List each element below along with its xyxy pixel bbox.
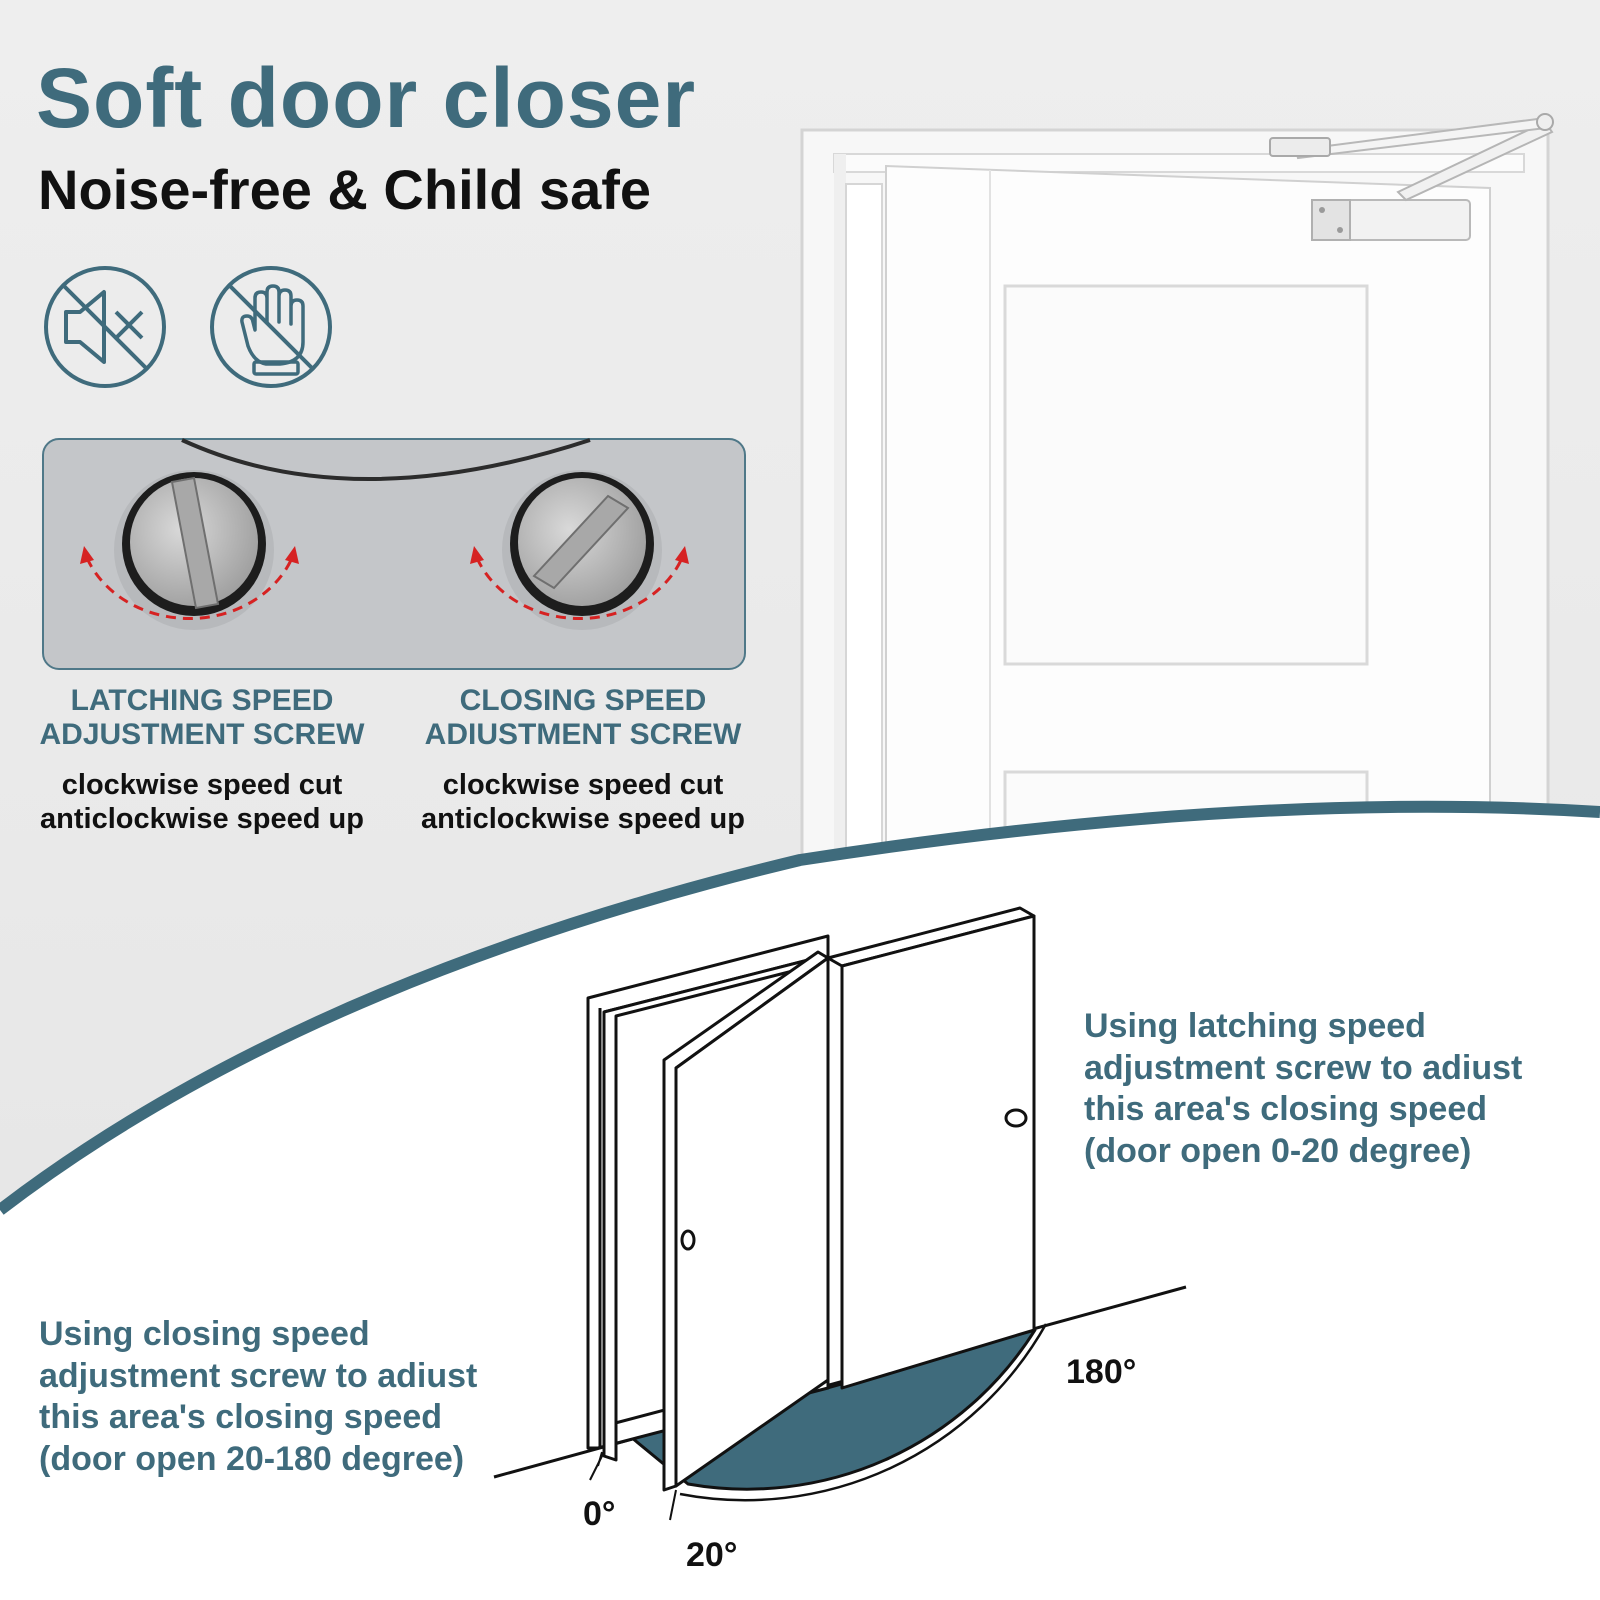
angle-label-20: 20° <box>686 1536 738 1574</box>
open-door-handle <box>1004 1108 1028 1128</box>
latching-speed-note: Using latching speed adjustment screw to… <box>1084 1007 1523 1170</box>
latching-screw-label: LATCHING SPEED ADJUSTMENT SCREW clockwis… <box>12 684 392 836</box>
no-hand-icon <box>210 266 332 388</box>
screw-closeup-panel <box>42 438 746 670</box>
door-20-handle <box>680 1229 696 1251</box>
page-title: Soft door closer <box>36 51 697 145</box>
closing-title-line1: CLOSING SPEED <box>459 684 707 717</box>
closer-bolt <box>1319 207 1325 213</box>
closing-desc-line2: anticlockwise speed up <box>421 803 745 835</box>
open-door <box>840 914 1036 1390</box>
page-subtitle: Noise-free & Child safe <box>38 158 652 221</box>
closing-screw-label: CLOSING SPEED ADIUSTMENT SCREW clockwise… <box>393 684 773 836</box>
closing-title-line2: ADIUSTMENT SCREW <box>424 718 742 751</box>
angle-20-pointer <box>669 1489 677 1521</box>
angle-label-0: 0° <box>583 1495 616 1533</box>
door-panel <box>1003 284 1369 666</box>
closing-desc-line1: clockwise speed cut <box>442 769 724 801</box>
closing-speed-note: Using closing speed adjustment screw to … <box>39 1315 478 1478</box>
latching-title-line2: ADJUSTMENT SCREW <box>39 718 365 751</box>
swing-arc <box>679 1323 1048 1502</box>
mute-icon <box>44 266 166 388</box>
door-swing-diagram <box>493 906 1187 1521</box>
closer-bolt <box>1337 227 1343 233</box>
closing-screw <box>502 470 662 630</box>
closer-arm <box>1396 120 1554 202</box>
arm-bracket <box>1269 137 1331 157</box>
angle-0-pointer <box>589 1451 605 1481</box>
frame-jamb-left <box>834 154 846 856</box>
panel-contour <box>181 438 591 481</box>
arm-pivot <box>1536 113 1554 131</box>
door-gap <box>845 183 883 856</box>
closing-rotation-arrow <box>470 546 689 620</box>
angle-label-180: 180° <box>1066 1353 1137 1391</box>
closer-end-cap <box>1311 199 1351 241</box>
accent-curve-line <box>0 800 1600 1215</box>
latching-title-line1: LATCHING SPEED <box>70 684 334 717</box>
latching-screw <box>114 470 274 630</box>
latching-desc-line1: clockwise speed cut <box>61 769 343 801</box>
latching-rotation-arrow <box>80 546 299 620</box>
latching-desc-line2: anticlockwise speed up <box>40 803 364 835</box>
